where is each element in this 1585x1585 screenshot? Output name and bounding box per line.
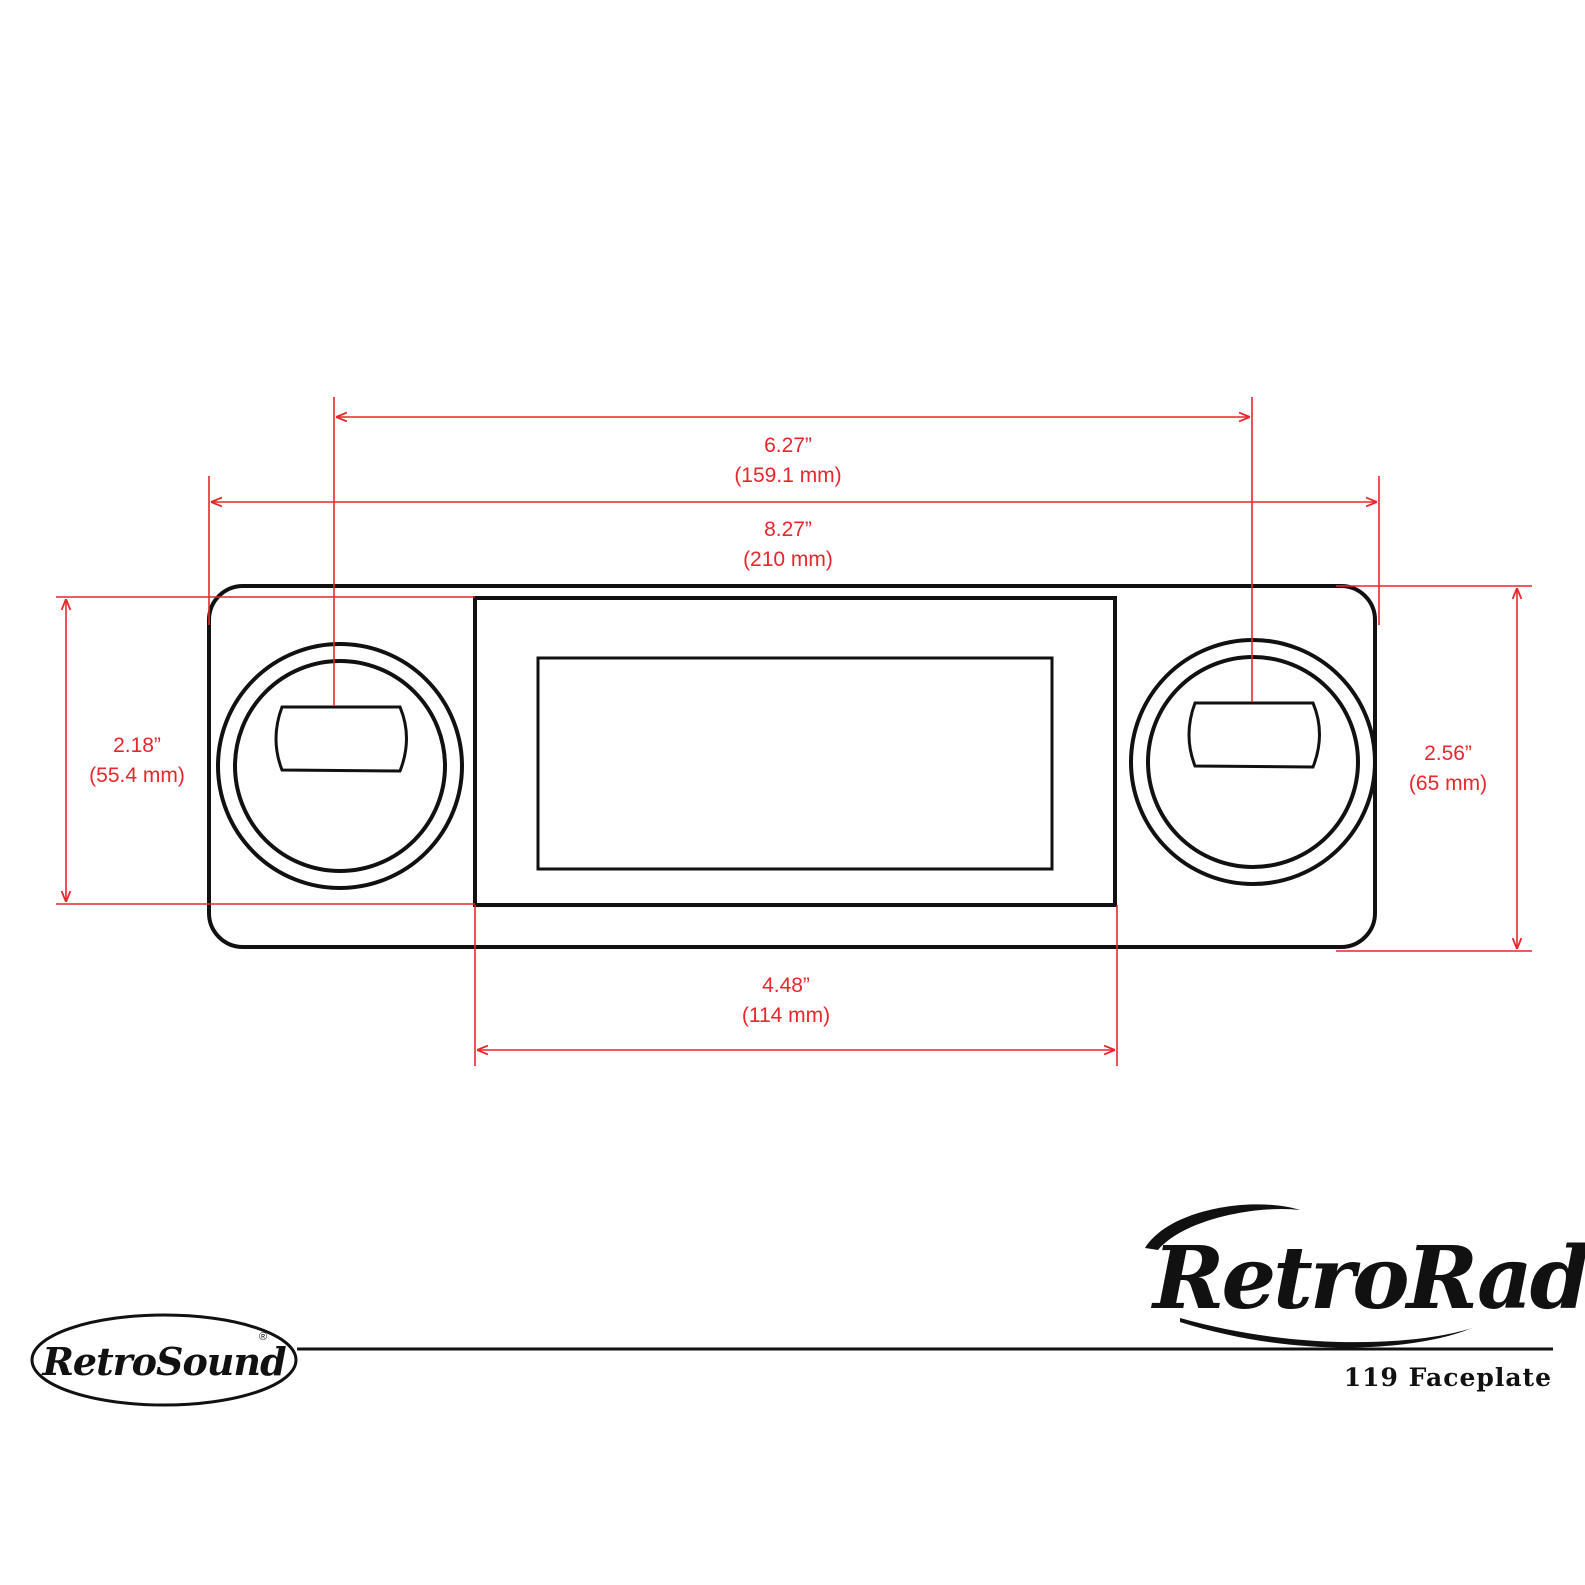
retroradio-logo-text: RetroRadio [1150, 1228, 1585, 1329]
window-height-inches: 2.18” [113, 734, 161, 757]
right-knob-slot [1187, 701, 1321, 769]
retrosound-badge: RetroSound ® [30, 1313, 298, 1407]
left-knob-outer-ring [216, 642, 464, 890]
retrosound-logo-text: RetroSound [41, 1339, 286, 1384]
registered-mark: ® [259, 1331, 267, 1343]
hole-spacing-inches: 6.27” [764, 434, 812, 457]
left-knob-slot [274, 705, 408, 773]
faceplate-caption: 119 Faceplate [1344, 1363, 1552, 1392]
right-knob [1129, 638, 1377, 886]
dimension-lines [56, 397, 1532, 1066]
retroradio-underline-swash [1180, 1318, 1472, 1348]
left-knob-inner-ring [233, 659, 447, 873]
overall-width-inches: 8.27” [764, 518, 812, 541]
retroradio-logo: RetroRadio [1145, 1204, 1585, 1348]
display-bezel [473, 596, 1117, 907]
overall-width-mm: (210 mm) [743, 548, 833, 571]
faceplate-outline [207, 584, 1377, 949]
window-width-mm: (114 mm) [742, 1004, 830, 1027]
right-knob-outer-ring [1129, 638, 1377, 886]
window-height-mm: (55.4 mm) [89, 764, 185, 787]
overall-height-mm: (65 mm) [1409, 772, 1487, 795]
left-knob [216, 642, 464, 890]
right-knob-inner-ring [1146, 655, 1360, 869]
hole-spacing-mm: (159.1 mm) [734, 464, 841, 487]
overall-height-inches: 2.56” [1424, 742, 1472, 765]
dimension-labels: 6.27” (159.1 mm) 8.27” (210 mm) 2.18” (5… [89, 434, 1487, 1027]
window-width-inches: 4.48” [762, 974, 810, 997]
retroradio-swash [1145, 1204, 1300, 1250]
retrosound-ellipse [30, 1313, 298, 1407]
display-window [536, 656, 1054, 871]
